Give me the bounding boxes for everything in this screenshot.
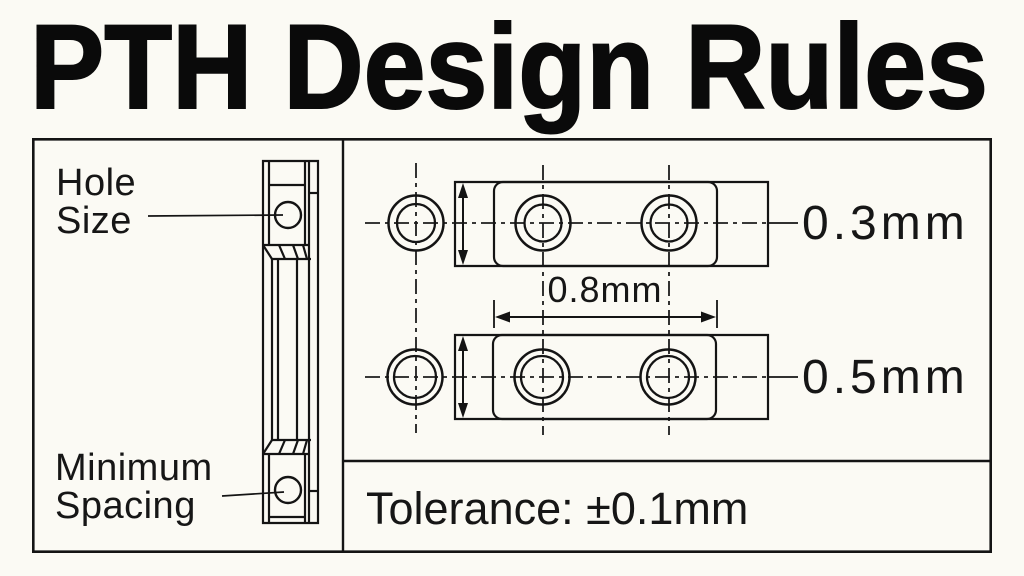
pad-strip-outline [455,182,768,266]
hole-size-label: Hole Size [56,164,136,240]
title-banner: PTH Design Rules [29,0,989,135]
min-spacing-label: Minimum Spacing [55,449,213,525]
hole-row-small [389,182,799,266]
hole-size-value-small: 0.3mm [802,197,969,250]
height-dimension-arrow [458,336,468,418]
standalone-pad-ring [389,196,444,251]
height-dimension-arrow [458,183,468,265]
min-spacing-label-line1: Minimum [55,447,213,489]
hole-size-value-large: 0.5mm [802,351,969,404]
page-title: PTH Design Rules [30,0,988,134]
design-rules-panel [32,138,992,553]
hole-row-large [388,335,799,419]
standalone-pad-ring [388,350,443,405]
min-spacing-label-line2: Spacing [55,485,196,527]
min-spacing-leader-line [222,492,284,496]
hole-size-label-line1: Hole [56,162,137,204]
spacing-dimension [494,300,717,328]
center-lines [365,163,768,435]
hole-size-label-line2: Size [56,200,132,242]
board-side-view [148,161,318,523]
spacing-value: 0.8mm [547,269,663,310]
hole-size-leader-line [148,215,283,216]
panel-frame [33,139,991,552]
bottom-hole [275,477,301,503]
tolerance-note: Tolerance: ±0.1mm [366,483,749,534]
